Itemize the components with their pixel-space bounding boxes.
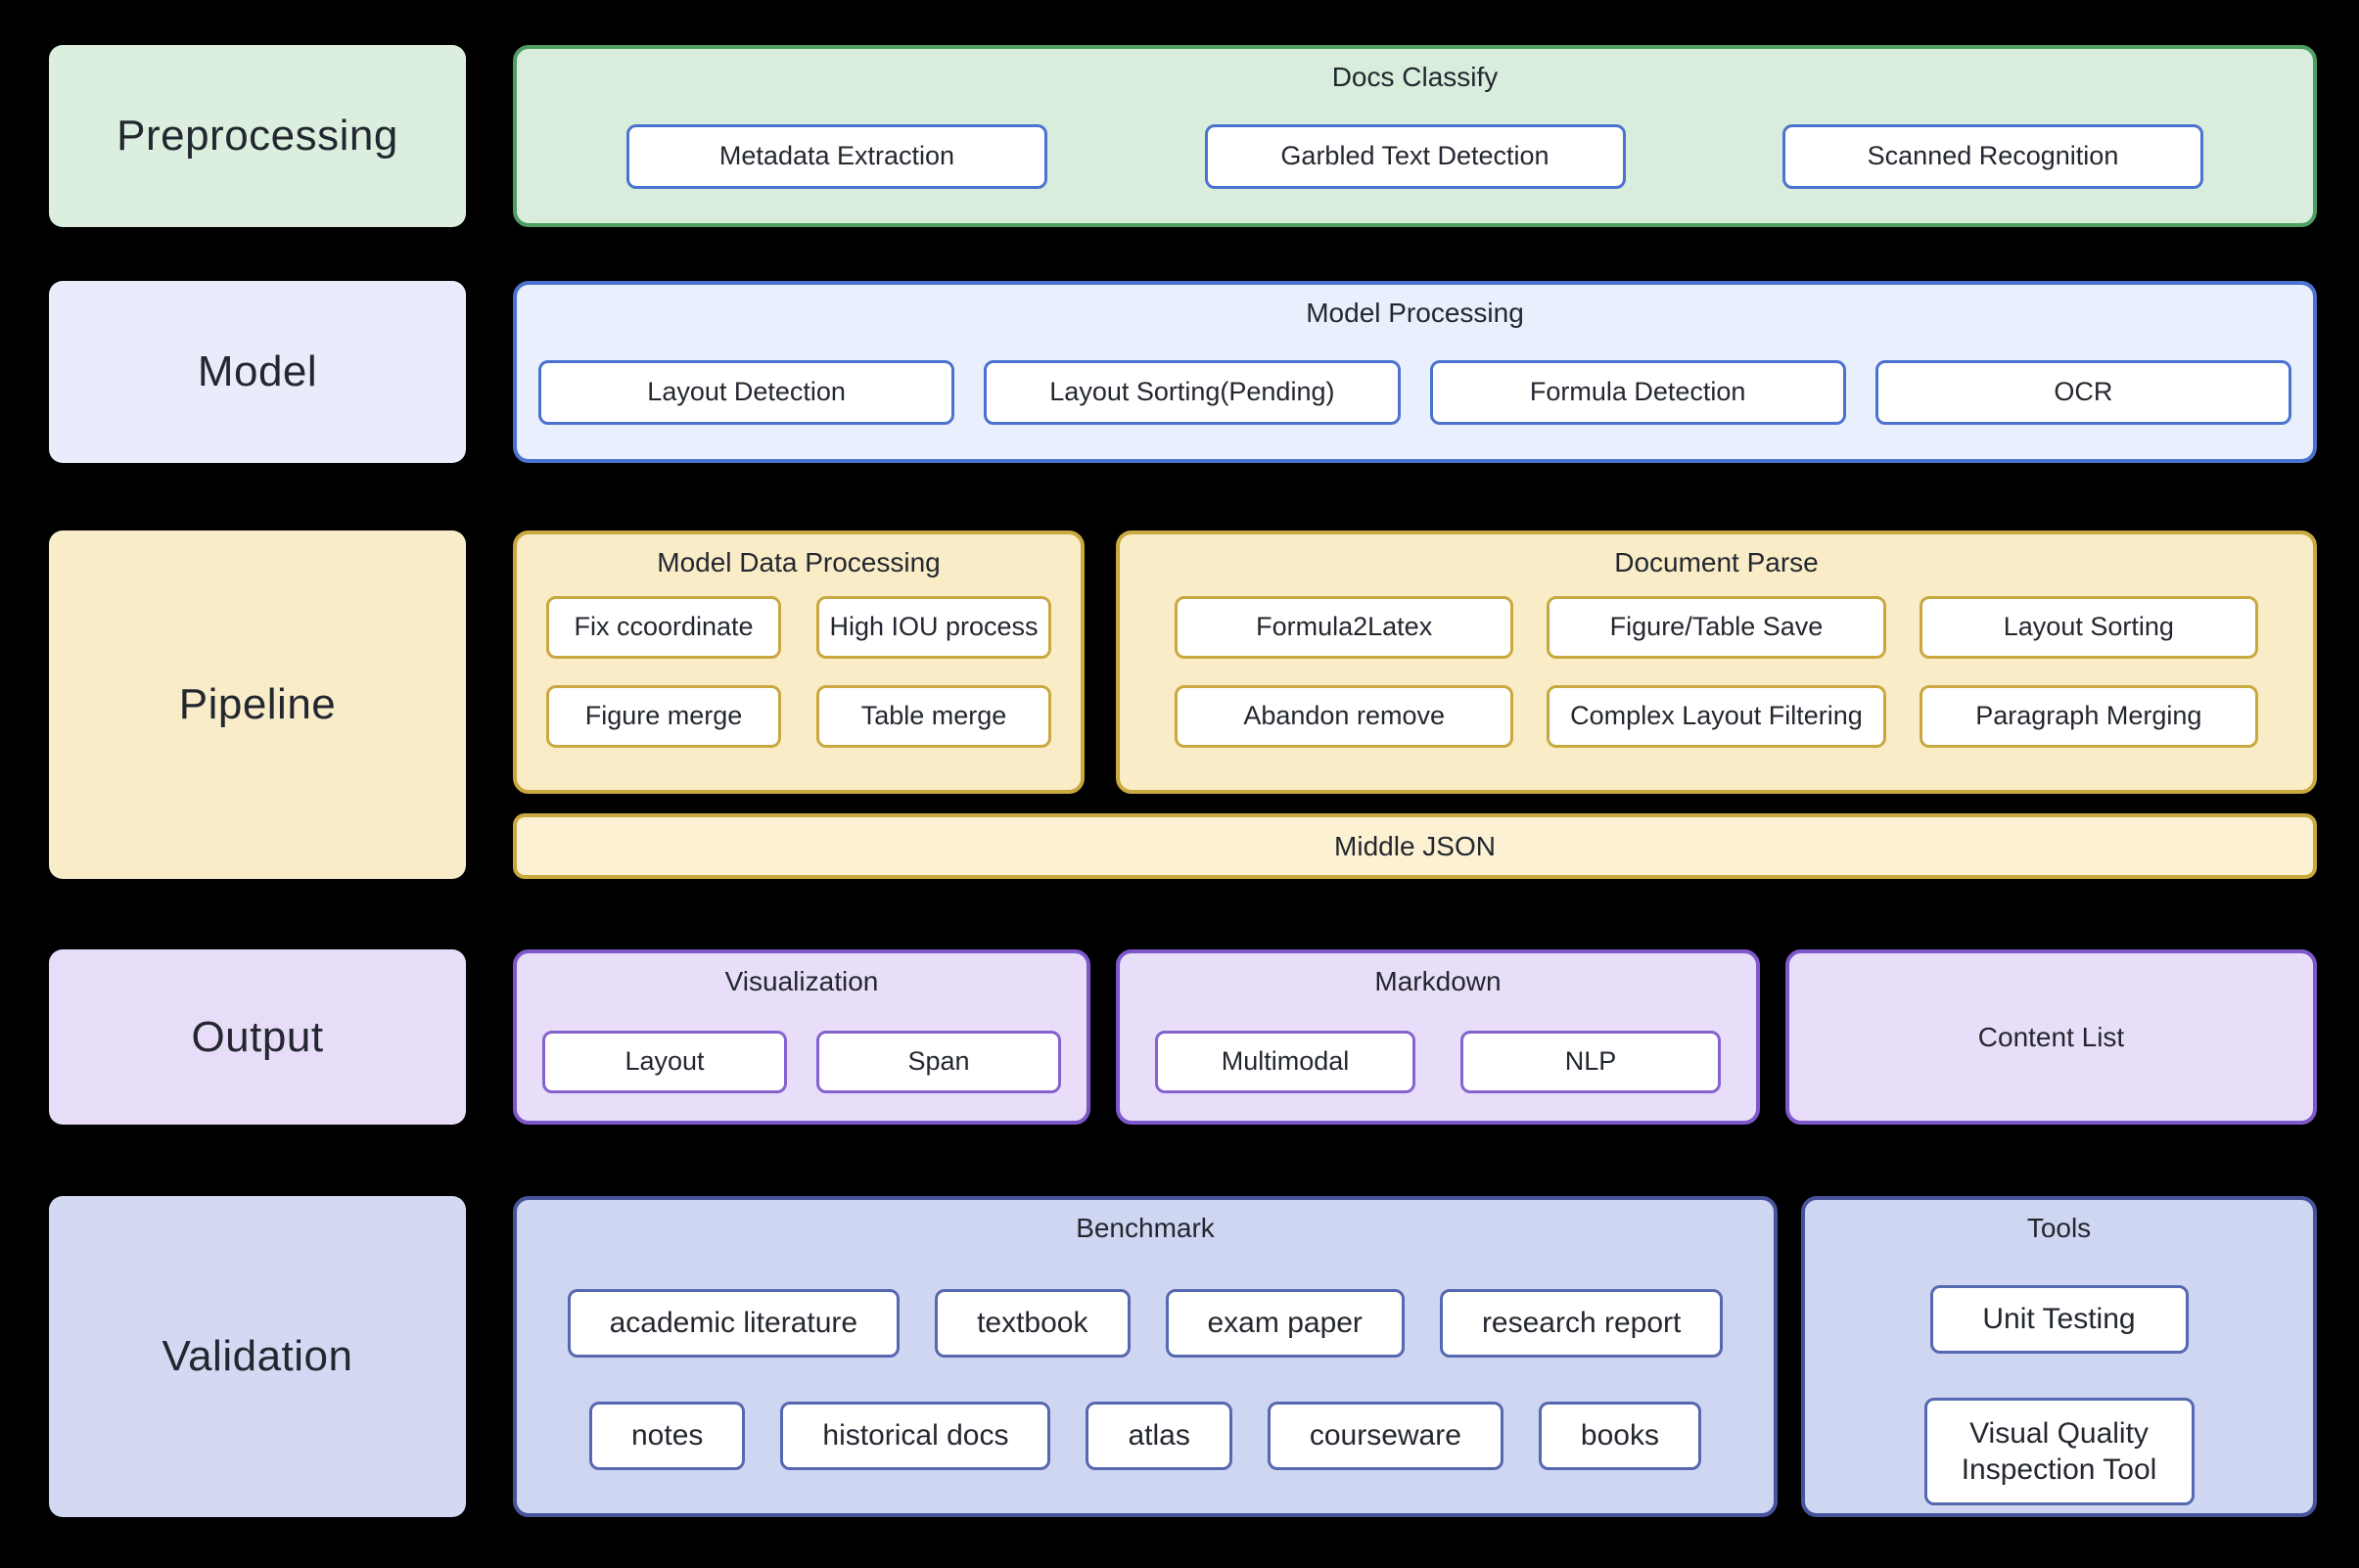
node-scanned-recognition: Scanned Recognition <box>1782 124 2203 189</box>
row-content-pipeline: Model Data Processing Fix ccoordinate Hi… <box>513 530 2317 879</box>
node-figure-table-save: Figure/Table Save <box>1547 596 1886 659</box>
group-content-list: Content List <box>1785 949 2317 1125</box>
row-label-pipeline: Pipeline <box>49 530 466 879</box>
group-title-docs-classify: Docs Classify <box>1331 62 1499 92</box>
document-parse-nodes: Formula2Latex Figure/Table Save Layout S… <box>1120 596 2313 748</box>
node-exam-paper: exam paper <box>1165 1289 1405 1358</box>
group-tools: Tools Unit Testing Visual Quality Inspec… <box>1801 1196 2317 1517</box>
group-model-data-processing: Model Data Processing Fix ccoordinate Hi… <box>513 530 1085 794</box>
node-garbled-text-detection: Garbled Text Detection <box>1204 124 1626 189</box>
group-document-parse: Document Parse Formula2Latex Figure/Tabl… <box>1116 530 2317 794</box>
node-span: Span <box>816 1031 1061 1093</box>
node-formula-detection: Formula Detection <box>1429 360 1846 425</box>
benchmark-nodes-row2: notes historical docs atlas courseware b… <box>517 1402 1774 1470</box>
node-complex-layout-filtering: Complex Layout Filtering <box>1547 685 1886 748</box>
node-nlp: NLP <box>1460 1031 1721 1093</box>
row-validation: Validation Benchmark academic literature… <box>49 1196 2317 1517</box>
group-benchmark: Benchmark academic literature textbook e… <box>513 1196 1778 1517</box>
pipeline-groups: Model Data Processing Fix ccoordinate Hi… <box>513 530 2317 794</box>
visualization-nodes: Layout Span <box>517 1031 1087 1093</box>
row-label-preprocessing: Preprocessing <box>49 45 466 227</box>
model-data-processing-nodes: Fix ccoordinate High IOU process Figure … <box>517 596 1081 748</box>
node-unit-testing: Unit Testing <box>1929 1285 2189 1354</box>
node-visual-quality-inspection-tool: Visual Quality Inspection Tool <box>1923 1398 2195 1505</box>
group-visualization: Visualization Layout Span <box>513 949 1090 1125</box>
node-layout: Layout <box>542 1031 787 1093</box>
node-metadata-extraction: Metadata Extraction <box>626 124 1047 189</box>
node-layout-sorting-pending: Layout Sorting(Pending) <box>984 360 1401 425</box>
row-pipeline: Pipeline Model Data Processing Fix ccoor… <box>49 530 2317 879</box>
node-notes: notes <box>589 1402 746 1470</box>
node-layout-sorting: Layout Sorting <box>1919 596 2258 659</box>
node-figure-merge: Figure merge <box>546 685 781 748</box>
node-academic-literature: academic literature <box>567 1289 901 1358</box>
markdown-nodes: Multimodal NLP <box>1120 1031 1756 1093</box>
group-title-visualization: Visualization <box>724 966 879 996</box>
node-textbook: textbook <box>935 1289 1131 1358</box>
row-label-validation: Validation <box>49 1196 466 1517</box>
tools-nodes: Unit Testing Visual Quality Inspection T… <box>1805 1244 2313 1505</box>
row-label-model: Model <box>49 281 466 463</box>
row-output: Output Visualization Layout Span Markdow… <box>49 949 2317 1125</box>
middle-json-bar: Middle JSON <box>513 813 2317 879</box>
node-formula2latex: Formula2Latex <box>1175 596 1514 659</box>
node-paragraph-merging: Paragraph Merging <box>1919 685 2258 748</box>
row-model: Model Model Processing Layout Detection … <box>49 281 2317 463</box>
row-content-output: Visualization Layout Span Markdown Multi… <box>513 949 2317 1125</box>
node-research-report: research report <box>1439 1289 1724 1358</box>
group-title-model-data-processing: Model Data Processing <box>657 547 941 577</box>
group-title-markdown: Markdown <box>1374 966 1502 996</box>
group-title-benchmark: Benchmark <box>1076 1213 1215 1243</box>
node-books: books <box>1538 1402 1701 1470</box>
docs-classify-nodes: Metadata Extraction Garbled Text Detecti… <box>517 124 2313 189</box>
row-preprocessing: Preprocessing Docs Classify Metadata Ext… <box>49 45 2317 227</box>
row-content-model: Model Processing Layout Detection Layout… <box>513 281 2317 463</box>
group-markdown: Markdown Multimodal NLP <box>1116 949 1760 1125</box>
node-high-iou-process: High IOU process <box>816 596 1051 659</box>
node-historical-docs: historical docs <box>780 1402 1051 1470</box>
group-model-processing: Model Processing Layout Detection Layout… <box>513 281 2317 463</box>
node-abandon-remove: Abandon remove <box>1175 685 1514 748</box>
group-title-document-parse: Document Parse <box>1614 547 1819 577</box>
group-title-model-processing: Model Processing <box>1306 298 1524 328</box>
node-layout-detection: Layout Detection <box>538 360 955 425</box>
benchmark-nodes-row1: academic literature textbook exam paper … <box>517 1289 1774 1358</box>
node-fix-ccoordinate: Fix ccoordinate <box>546 596 781 659</box>
row-label-output: Output <box>49 949 466 1125</box>
group-title-tools: Tools <box>2026 1213 2092 1243</box>
node-ocr: OCR <box>1874 360 2291 425</box>
node-multimodal: Multimodal <box>1155 1031 1415 1093</box>
row-content-preprocessing: Docs Classify Metadata Extraction Garble… <box>513 45 2317 227</box>
node-atlas: atlas <box>1086 1402 1232 1470</box>
node-table-merge: Table merge <box>816 685 1051 748</box>
group-docs-classify: Docs Classify Metadata Extraction Garble… <box>513 45 2317 227</box>
row-content-validation: Benchmark academic literature textbook e… <box>513 1196 2317 1517</box>
model-processing-nodes: Layout Detection Layout Sorting(Pending)… <box>517 360 2313 425</box>
node-courseware: courseware <box>1267 1402 1503 1470</box>
